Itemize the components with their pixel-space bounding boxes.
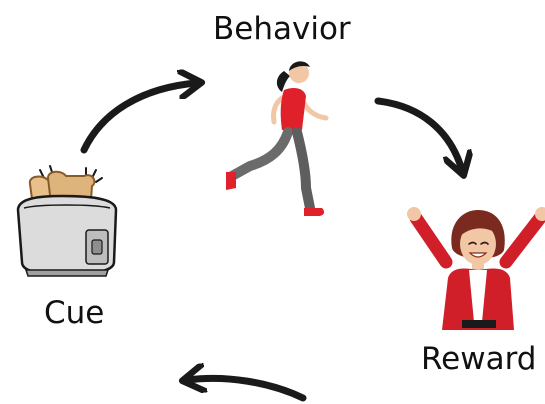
- celebrating-woman-illustration: [407, 207, 545, 330]
- cue-label: Cue: [44, 295, 105, 331]
- toaster-with-toast-illustration: [16, 165, 118, 277]
- behavior-label: Behavior: [213, 11, 351, 47]
- arrow-reward-to-cue: [188, 378, 307, 402]
- running-woman-illustration: [226, 61, 329, 216]
- reward-label: Reward: [421, 341, 537, 377]
- arrow-cue-to-behavior: [80, 83, 196, 154]
- arrow-behavior-to-reward: [374, 97, 462, 170]
